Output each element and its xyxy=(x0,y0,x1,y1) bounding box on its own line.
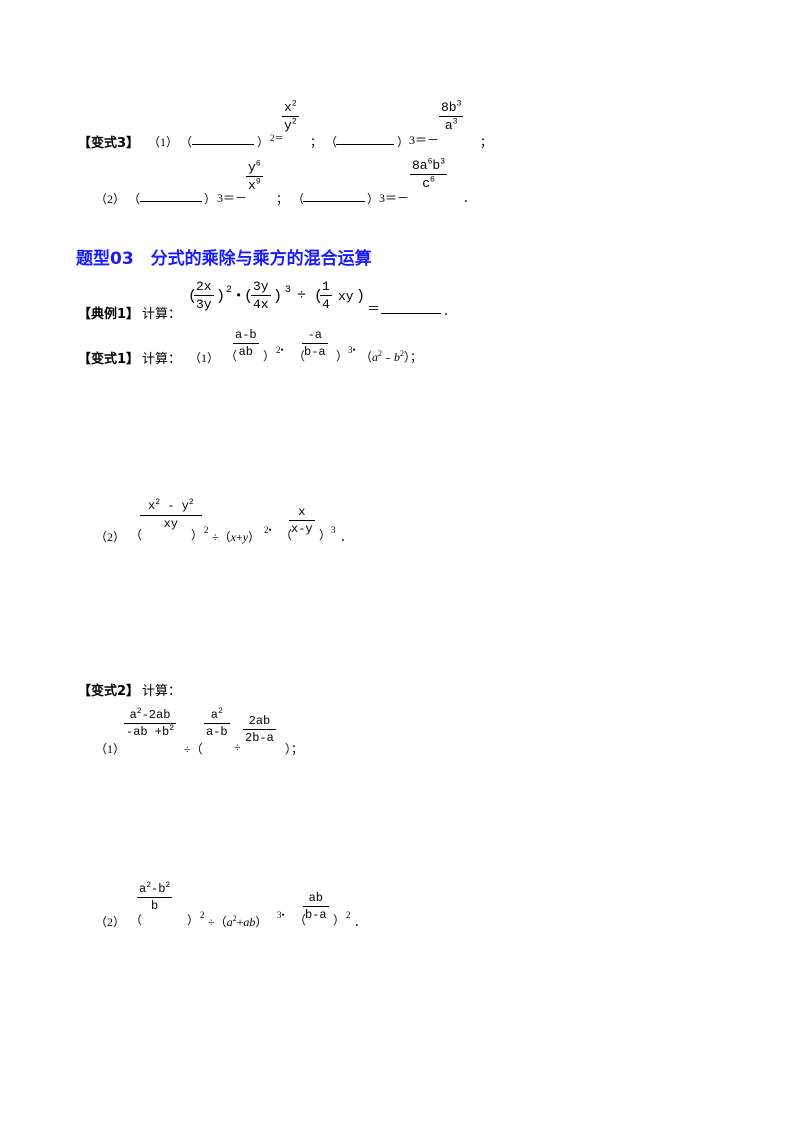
ex1-calc: 计算： xyxy=(142,307,182,322)
vb1-close: ） xyxy=(191,528,204,542)
ex1-paren: ( xyxy=(188,288,198,305)
v3-p1-exp-eq: 2＝ xyxy=(270,133,284,143)
ex1-div: ÷ xyxy=(297,287,307,304)
vb2-part1-index: （1） xyxy=(95,742,126,756)
answer-blank[interactable] xyxy=(303,189,365,202)
vb1-p2-mid: ÷（x+y） xyxy=(212,530,261,544)
vb2-part2-index: （2） xyxy=(95,915,126,929)
v3-part1-index: （1） xyxy=(148,135,179,149)
v3-p1-close: ） xyxy=(257,135,270,149)
v3-part2-index: （2） xyxy=(95,192,126,206)
ex1-paren: ) xyxy=(273,288,283,305)
vb2-div: ÷（ xyxy=(184,742,203,756)
vb1-open: （ xyxy=(130,528,143,542)
v3-semicolon: ； xyxy=(310,135,323,149)
vb2-p2-tail: ． xyxy=(354,915,367,929)
vb2-div: ÷ xyxy=(234,740,241,754)
vb1-part2-index: （2） xyxy=(95,530,126,544)
v3-p2b-exp-eq: 3＝－ xyxy=(379,191,410,205)
v3-semicolon: ； xyxy=(276,192,289,206)
vb1-p2-tail: ． xyxy=(340,530,353,544)
vb2-exp: 3• xyxy=(277,910,285,920)
vb1-p1-tail: （a2﹣b2）； xyxy=(360,349,423,365)
v3-p2-exp-eq: 3＝－ xyxy=(217,191,248,205)
ex1-paren: ) xyxy=(356,288,366,305)
vb1-open: （ xyxy=(225,349,238,363)
variant-3-label: 【变式3】 xyxy=(78,136,140,151)
ex1-paren: ) xyxy=(216,288,226,305)
ex1-paren: ( xyxy=(244,288,254,305)
v3-period: ． xyxy=(463,191,476,205)
v3-fraction-1: x2 y2 xyxy=(282,99,299,133)
v3-p2-close: ） xyxy=(204,192,217,206)
vb1-exp: 2 xyxy=(204,525,209,535)
vb2-close: ） xyxy=(333,913,346,927)
vb2-calc: 计算： xyxy=(142,684,182,699)
vb1-close: ） xyxy=(263,349,276,363)
ex1-exp: 3 xyxy=(285,285,292,296)
v3-fraction-3: y6 x9 xyxy=(246,159,263,193)
ex1-period: ． xyxy=(443,304,456,318)
variant-1-label: 【变式1】 xyxy=(78,352,140,367)
vb1-calc: 计算： xyxy=(142,352,182,367)
ex1-exp: 2 xyxy=(226,285,233,296)
answer-blank[interactable] xyxy=(140,189,202,202)
v3-fraction-2: 8b3 a3 xyxy=(439,99,464,133)
vb1-open: （ xyxy=(280,528,293,542)
ex1-xy: xy xyxy=(338,289,354,304)
vb1-exp: 3 xyxy=(331,525,336,535)
ex1-dot: • xyxy=(235,289,243,303)
answer-blank[interactable] xyxy=(381,301,441,314)
v3-p2b-close: ） xyxy=(367,192,380,206)
ex1-eq: ＝ xyxy=(367,302,381,317)
v3-p2b-open: （ xyxy=(292,192,305,206)
vb1-exp: 2• xyxy=(276,345,284,355)
vb1-close: ） xyxy=(319,528,332,542)
answer-blank[interactable] xyxy=(192,132,254,145)
vb2-exp: 2 xyxy=(346,910,351,920)
vb2-p2-mid: ÷（a2+ab） xyxy=(208,914,268,930)
v3-p1-open: （ xyxy=(180,135,193,149)
v3-fraction-4: 8a6b3 c6 xyxy=(410,157,448,191)
vb2-p1-fraction-1: a2-2ab-ab +b2 xyxy=(124,707,177,739)
vb2-exp: 2 xyxy=(200,910,205,920)
v3-p1b-exp-eq: 3＝－ xyxy=(409,133,440,147)
vb1-part1-index: （1） xyxy=(189,351,220,365)
v3-p1b-close: ） xyxy=(397,135,410,149)
example-1-label: 【典例1】 xyxy=(78,307,140,322)
answer-blank[interactable] xyxy=(336,132,394,145)
vb1-close: ） xyxy=(336,349,349,363)
vb2-p1-tail: ）； xyxy=(285,742,304,756)
v3-p1b-open: （ xyxy=(325,135,338,149)
section-heading: 题型03 分式的乘除与乘方的混合运算 xyxy=(76,249,372,269)
ex1-paren: ( xyxy=(314,288,324,305)
vb2-open: （ xyxy=(294,913,307,927)
vb2-open: （ xyxy=(130,913,143,927)
vb1-open: （ xyxy=(293,349,306,363)
vb2-close: ） xyxy=(187,913,200,927)
v3-semicolon: ； xyxy=(480,135,493,149)
v3-p2-open: （ xyxy=(128,192,141,206)
vb1-exp: 2• xyxy=(264,525,272,535)
variant-2-label: 【变式2】 xyxy=(78,684,140,699)
vb1-exp: 3• xyxy=(348,345,356,355)
